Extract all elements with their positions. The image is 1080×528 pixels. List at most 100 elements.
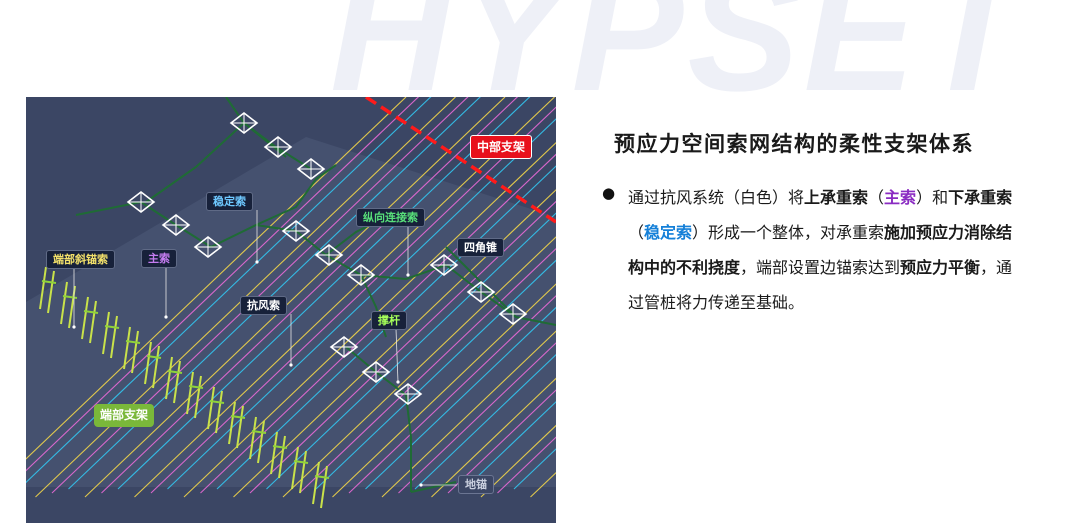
support-post: [320, 465, 328, 509]
support-post: [47, 270, 55, 314]
support-brace: [209, 400, 225, 404]
support-brace: [188, 385, 204, 389]
cable-line: [134, 97, 555, 498]
cable-line: [84, 97, 506, 498]
support-post: [228, 401, 236, 445]
support-brace: [293, 460, 309, 464]
label-strut: 撑杆: [371, 311, 407, 330]
cable-line: [348, 295, 556, 494]
text-stabilizer-cable: 稳定索: [644, 223, 693, 242]
label-wind-cable: 抗风索: [240, 296, 287, 315]
cable-line: [381, 330, 556, 498]
cable-line: [101, 97, 519, 494]
structure-cable: [225, 97, 312, 170]
support-brace: [125, 340, 141, 344]
support-post: [194, 375, 202, 419]
structure-cable: [405, 394, 412, 492]
support-brace: [83, 310, 99, 314]
support-post: [39, 266, 47, 310]
structure-cable: [410, 481, 457, 493]
leader-dot: [72, 325, 76, 329]
cable-line: [26, 97, 420, 472]
support-post: [257, 420, 265, 464]
label-leaders: [72, 210, 457, 487]
mid-support-line: [365, 97, 556, 224]
text-run: （: [628, 223, 645, 242]
leader-dot: [419, 483, 423, 487]
cable-line: [150, 106, 556, 494]
label-stabilizer-cable: 稳定索: [206, 192, 253, 211]
leader-dot: [396, 380, 400, 384]
cable-line: [398, 342, 556, 494]
support-post: [207, 386, 215, 430]
cable-line: [233, 189, 556, 498]
text-run: 通过抗风系统（白色）将: [628, 188, 805, 207]
support-brace: [314, 475, 330, 479]
support-post: [152, 345, 160, 389]
section-title: 预应力空间索网结构的柔性支架体系: [614, 131, 974, 156]
support-brace: [230, 415, 246, 419]
support-brace: [104, 325, 120, 329]
support-post: [173, 360, 181, 404]
cable-net-diagram: [26, 97, 556, 509]
text-lower-cable: 下承重索: [948, 188, 1013, 207]
structure-cable: [255, 164, 337, 226]
support-post: [299, 450, 307, 494]
leader-dot: [255, 260, 259, 264]
cable-line: [332, 283, 556, 498]
description-paragraph: 通过抗风系统（白色）将上承重索（主索）和下承重索（稳定索）形成一个整体，对承重索…: [628, 180, 1018, 320]
cable-line: [414, 353, 556, 490]
label-ground-anchor: 地锚: [458, 475, 494, 494]
text-main-cable: 主索: [884, 188, 917, 207]
support-post: [312, 461, 320, 505]
label-end-anchor-cable: 端部斜锚索: [46, 250, 115, 269]
support-post: [81, 296, 89, 340]
cable-line: [26, 97, 407, 460]
label-longitudinal-cable: 纵向连接索: [356, 208, 425, 227]
support-brace: [167, 370, 183, 374]
cable-line: [117, 97, 531, 490]
support-post: [249, 416, 257, 460]
support-post: [123, 326, 131, 370]
cable-line: [216, 165, 556, 490]
text-prestress-balance: 预应力平衡: [900, 258, 981, 277]
text-run: ，端部设置边锚索达到: [740, 258, 901, 277]
support-brace: [251, 430, 267, 434]
end-support-posts: [39, 266, 330, 509]
cable-line: [447, 389, 556, 494]
support-post: [110, 315, 118, 359]
watermark-logo: HYPSET: [330, 0, 1027, 126]
text-run: ）和: [916, 188, 949, 207]
cable-line: [365, 306, 556, 490]
support-post: [270, 431, 278, 475]
support-post: [278, 435, 286, 479]
support-post: [144, 341, 152, 385]
cable-line: [480, 424, 556, 498]
support-post: [102, 311, 110, 355]
support-post: [60, 281, 68, 325]
support-brace: [146, 355, 162, 359]
cable-group: [26, 97, 556, 498]
text-run: （: [868, 188, 885, 207]
cable-line: [282, 236, 556, 498]
label-mid-support: 中部支架: [470, 135, 533, 159]
text-run: ）形成一个整体，对承重索: [692, 223, 885, 242]
cable-line: [431, 377, 556, 498]
support-post: [236, 405, 244, 449]
text-run: ，通过管桩将力传递至基础。: [628, 258, 1013, 312]
diagram-panel: 中部支架 稳定索 纵向连接索 端部斜锚索 主索 四角锥 抗风索 撑杆 端部支架 …: [26, 97, 556, 523]
cable-line: [299, 247, 556, 494]
cable-line: [200, 153, 556, 494]
support-brace: [272, 445, 288, 449]
support-post: [215, 390, 223, 434]
label-pyramid: 四角锥: [457, 238, 504, 257]
label-end-support: 端部支架: [94, 404, 155, 427]
pyramid-nodes: [126, 111, 528, 406]
cable-line: [315, 259, 556, 490]
cable-line: [464, 401, 556, 490]
bullet-icon: ●: [602, 184, 616, 202]
support-post: [291, 446, 299, 490]
label-main-cable: 主索: [141, 249, 177, 268]
support-brace: [62, 295, 78, 299]
support-post: [131, 330, 139, 374]
